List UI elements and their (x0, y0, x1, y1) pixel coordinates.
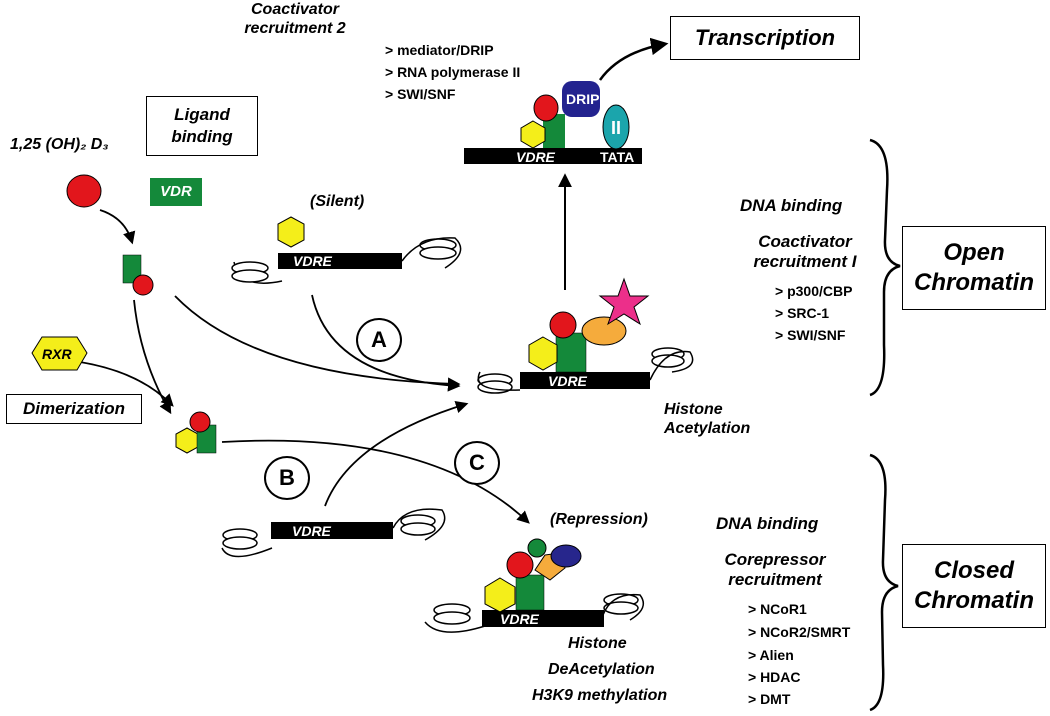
rep-green-circle (527, 538, 547, 558)
active-vdr (555, 332, 587, 373)
open-item-3: > SWI/SNF (775, 327, 846, 343)
ligand-circle (533, 94, 559, 122)
closed-item-2: > NCoR2/SMRT (748, 624, 851, 640)
rep-coil-right (602, 593, 645, 621)
rxr-hexagon-free (31, 336, 88, 371)
rxr-label: RXR (42, 346, 72, 362)
open-chromatin-box: Open Chromatin (902, 226, 1046, 310)
nucleosome-left-b (231, 269, 269, 283)
dimer-rxr (175, 427, 199, 454)
active-dna-bar (520, 372, 650, 389)
pol2-shape (602, 104, 630, 150)
ligand-binding-box: Ligand binding (146, 96, 258, 156)
silent-label: (Silent) (310, 193, 365, 210)
closed-item-4: > HDAC (748, 669, 801, 685)
b-dna-bar (271, 522, 393, 539)
histone-deacetylation-3: H3K9 methylation (532, 687, 668, 704)
histone-deacetylation-2: DeAcetylation (548, 661, 655, 678)
silent-vdre-label: VDRE (293, 253, 333, 269)
drip-label: DRIP (566, 91, 599, 107)
open-item-2: > SRC-1 (775, 305, 830, 321)
vdr-block (543, 114, 565, 148)
b-coil-left (221, 547, 273, 558)
b-chromatin: VDRE (221, 508, 446, 558)
dna-strand (464, 148, 642, 164)
open-dna-binding: DNA binding (740, 196, 843, 215)
tata-label: TATA (600, 149, 634, 165)
nucleosome-right-b (419, 246, 457, 260)
calcitriol-circle (66, 174, 102, 208)
drip-shape (562, 81, 600, 117)
closed-item-5: > DMT (748, 691, 791, 707)
rxr-arrow (79, 361, 174, 407)
b-nucleosome-right-b (400, 522, 436, 536)
coactivator2-item-1: > mediator/DRIP (385, 42, 494, 58)
coactivator2-item-3: > SWI/SNF (385, 86, 456, 102)
rep-coil-left (424, 621, 486, 633)
dimer-ligand (189, 411, 211, 433)
rep-navy-oval (550, 544, 582, 568)
ligand-formula: 1,25 (OH)₂ D₃ (10, 136, 109, 153)
binding-arrow (99, 209, 136, 245)
active-coil-right (649, 350, 694, 381)
silent-to-active-arrow (311, 294, 461, 392)
vdre-label: VDRE (516, 149, 556, 165)
silent-dna-bar (278, 253, 402, 269)
open-coactivator1: Coactivator recruitment I (753, 232, 857, 272)
pol2-label: II (611, 118, 621, 138)
active-ligand (549, 311, 577, 339)
closed-brace (869, 453, 899, 712)
transcription-box: Transcription (670, 16, 860, 60)
rep-rxr (484, 577, 516, 613)
active-nucleosome-left-b (477, 380, 513, 394)
rep-ligand (506, 551, 534, 579)
arrow-path-c (221, 439, 530, 524)
p300-star (598, 277, 650, 326)
active-coil-left (477, 371, 521, 391)
rep-dna-bar (482, 610, 604, 627)
closed-dna-binding: DNA binding (716, 514, 819, 533)
histone-deacetylation-1: Histone (568, 635, 627, 652)
path-a-marker: A (356, 318, 402, 362)
closed-corepressor: Corepressor recruitment (724, 550, 826, 590)
silent-rxr (277, 216, 305, 248)
path-c-marker: C (454, 441, 500, 485)
b-coil-right (392, 508, 446, 541)
active-vdre-label: VDRE (548, 373, 588, 389)
vdr-ligand-circle (132, 274, 154, 296)
transcription-arrow (598, 37, 669, 81)
closed-item-3: > Alien (748, 647, 794, 663)
coactivator-oval (581, 316, 627, 346)
rep-vdr (515, 574, 545, 611)
rep-nucleosome-right-b (603, 601, 639, 615)
path-b-marker: B (264, 456, 310, 500)
arrow-path-a (174, 295, 461, 390)
rep-vdre-label: VDRE (500, 611, 540, 627)
b-nucleosome-left-b (222, 536, 258, 550)
open-item-1: > p300/CBP (775, 283, 853, 299)
repression-label: (Repression) (550, 511, 648, 528)
silent-chromatin: VDRE (231, 216, 462, 284)
rep-nucleosome-left-b (433, 611, 471, 625)
open-brace (869, 138, 901, 397)
histone-acetylation-label: Histone Acetylation (664, 401, 751, 438)
coactivator2-item-2: > RNA polymerase II (385, 64, 521, 80)
dimerization-box: Dimerization (6, 394, 142, 424)
dna-coil-right (401, 237, 462, 269)
transcription-complex: VDRE TATA DRIP II (464, 37, 669, 165)
vdr-label: VDR (150, 178, 202, 206)
closed-item-1: > NCoR1 (748, 601, 807, 617)
closed-chromatin-box: Closed Chromatin (902, 544, 1046, 628)
coactivator2-title: Coactivator recruitment 2 (244, 1, 346, 38)
vdr-monomer (122, 254, 142, 284)
active-rxr (528, 336, 558, 371)
arrow-path-b (324, 400, 469, 507)
repression-complex: VDRE (424, 538, 645, 633)
rxr-hexagon (520, 120, 546, 149)
b-vdre-label: VDRE (292, 523, 332, 539)
active-complex: VDRE (477, 277, 694, 394)
